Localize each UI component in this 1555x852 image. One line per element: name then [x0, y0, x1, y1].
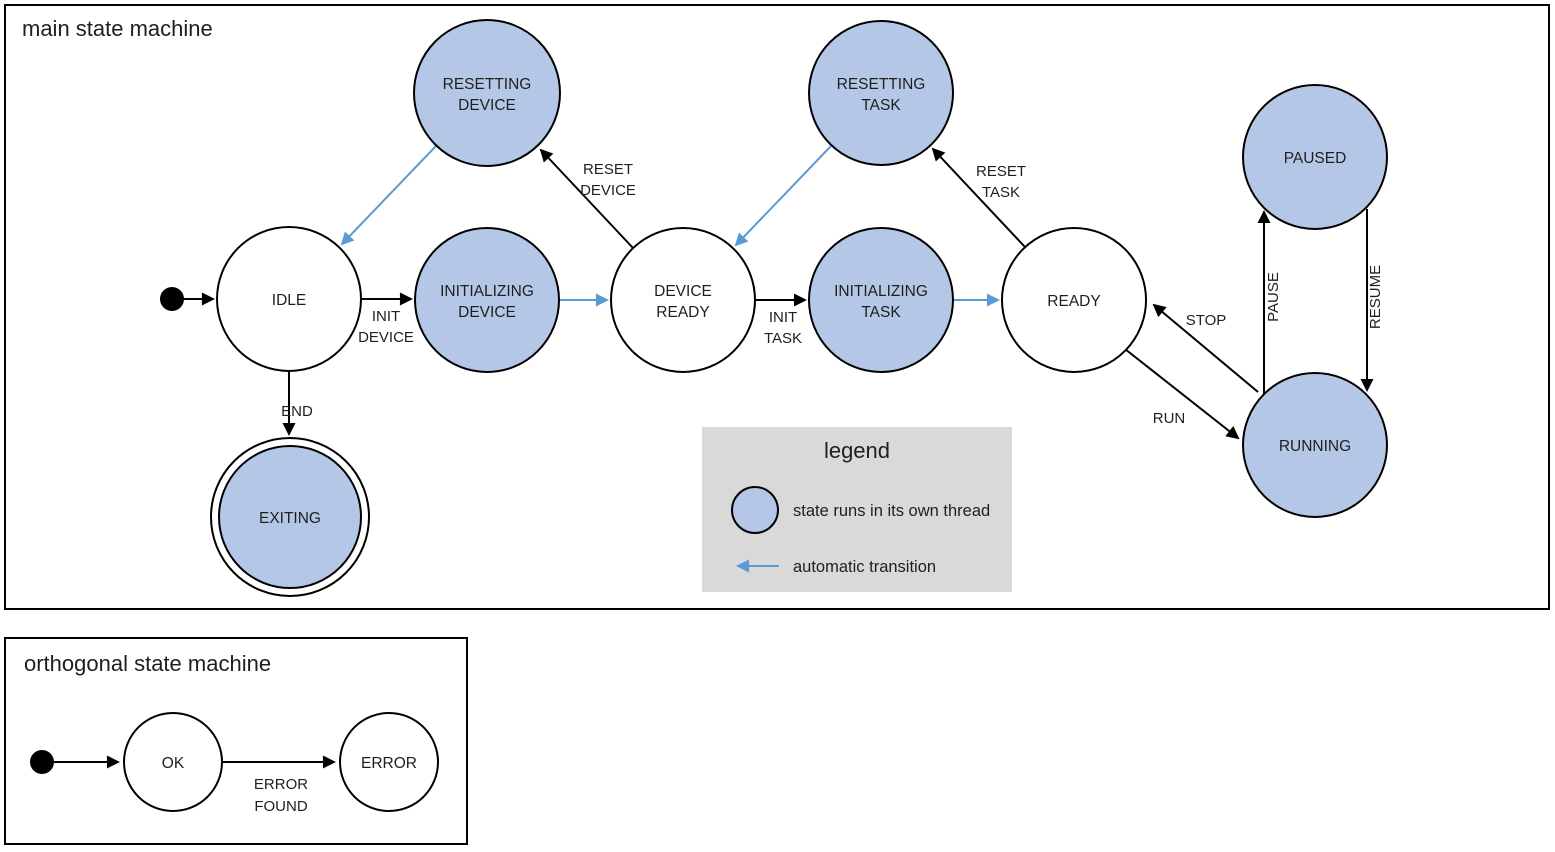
legend-threaded-state-icon: [731, 486, 779, 534]
state-error-circle: [339, 712, 439, 812]
state-running: RUNNING: [1242, 372, 1388, 518]
transition-label-init-task-line2: TASK: [764, 330, 802, 347]
transition-label-init-device-line2: DEVICE: [358, 329, 414, 346]
state-idle: IDLE: [216, 226, 362, 372]
state-resetting-task: RESETTING TASK: [808, 20, 954, 166]
transition-label-run: RUN: [1153, 410, 1186, 427]
state-paused: PAUSED: [1242, 84, 1388, 230]
transition-stop: [1152, 303, 1259, 393]
state-resetting-task-label-line2: TASK: [861, 97, 901, 114]
transition-auto-resetting-task-to-device-ready: [734, 145, 832, 247]
transition-label-init-device-line1: INIT: [372, 308, 400, 325]
transition-auto-resetting-device-to-idle: [340, 145, 437, 246]
state-initializing-task-label-line2: TASK: [861, 304, 901, 321]
state-ok-circle: [123, 712, 223, 812]
orthogonal-machine-title: orthogonal state machine: [24, 651, 271, 676]
transition-label-resume: RESUME: [1367, 265, 1384, 329]
transition-label-reset-task-line1: RESET: [976, 163, 1026, 180]
legend-threaded-state-label: state runs in its own thread: [793, 502, 990, 520]
state-exiting-final: EXITING: [210, 437, 370, 597]
main-state-machine-group: main state machine INIT DEVICE RESET DEV…: [4, 4, 1550, 610]
state-ok-label: OK: [162, 755, 185, 772]
transition-reset-task: [931, 147, 1026, 248]
state-error-label: ERROR: [361, 755, 417, 772]
state-initializing-device-circle: [414, 227, 560, 373]
state-idle-label: IDLE: [272, 292, 306, 309]
main-machine-frame: [4, 4, 1550, 610]
transition-label-reset-device-line1: RESET: [583, 161, 633, 178]
legend-title: legend: [824, 438, 890, 463]
state-ready: READY: [1001, 227, 1147, 373]
state-device-ready-circle: [610, 227, 756, 373]
transition-label-stop: STOP: [1186, 312, 1227, 329]
state-resetting-device: RESETTING DEVICE: [413, 19, 561, 167]
state-error: ERROR: [339, 712, 439, 812]
state-paused-label: PAUSED: [1284, 150, 1347, 167]
transition-label-end: END: [281, 403, 313, 420]
state-device-ready-label-line1: DEVICE: [654, 283, 712, 300]
transition-label-reset-task-line2: TASK: [982, 184, 1020, 201]
state-running-label: RUNNING: [1279, 438, 1351, 455]
state-exiting-inner-circle: [218, 445, 362, 589]
state-initializing-device: INITIALIZING DEVICE: [414, 227, 560, 373]
state-exiting-label: EXITING: [259, 510, 321, 527]
state-initializing-task-label-line1: INITIALIZING: [834, 283, 928, 300]
state-resetting-task-label-line1: RESETTING: [837, 76, 926, 93]
transition-label-pause: PAUSE: [1265, 272, 1282, 322]
legend-automatic-transition-label: automatic transition: [793, 558, 936, 576]
state-device-ready-label-line2: READY: [656, 304, 709, 321]
orthogonal-state-machine-group: orthogonal state machine ERROR FOUND OK …: [4, 637, 468, 845]
state-initializing-device-label-line1: INITIALIZING: [440, 283, 534, 300]
state-resetting-task-circle: [808, 20, 954, 166]
main-machine-title: main state machine: [22, 16, 213, 41]
state-initializing-task-circle: [808, 227, 954, 373]
state-running-circle: [1242, 372, 1388, 518]
orthogonal-transition-label-error-found-line2: FOUND: [254, 798, 307, 815]
state-ready-circle: [1001, 227, 1147, 373]
initial-state-dot: [160, 287, 184, 311]
orthogonal-initial-state-dot: [30, 750, 54, 774]
state-idle-circle: [216, 226, 362, 372]
legend: legend state runs in its own thread auto…: [702, 427, 1012, 592]
orthogonal-machine-frame: [4, 637, 468, 845]
transition-run: [1124, 348, 1240, 440]
state-resetting-device-label-line1: RESETTING: [443, 76, 532, 93]
state-device-ready: DEVICE READY: [610, 227, 756, 373]
state-resetting-device-label-line2: DEVICE: [458, 97, 516, 114]
transition-label-reset-device-line2: DEVICE: [580, 182, 636, 199]
transition-reset-device: [539, 148, 634, 249]
state-paused-circle: [1242, 84, 1388, 230]
orthogonal-transition-label-error-found-line1: ERROR: [254, 776, 308, 793]
state-initializing-device-label-line2: DEVICE: [458, 304, 516, 321]
state-resetting-device-circle: [413, 19, 561, 167]
state-initializing-task: INITIALIZING TASK: [808, 227, 954, 373]
state-ready-label: READY: [1047, 293, 1100, 310]
state-ok: OK: [123, 712, 223, 812]
transition-label-init-task-line1: INIT: [769, 309, 797, 326]
